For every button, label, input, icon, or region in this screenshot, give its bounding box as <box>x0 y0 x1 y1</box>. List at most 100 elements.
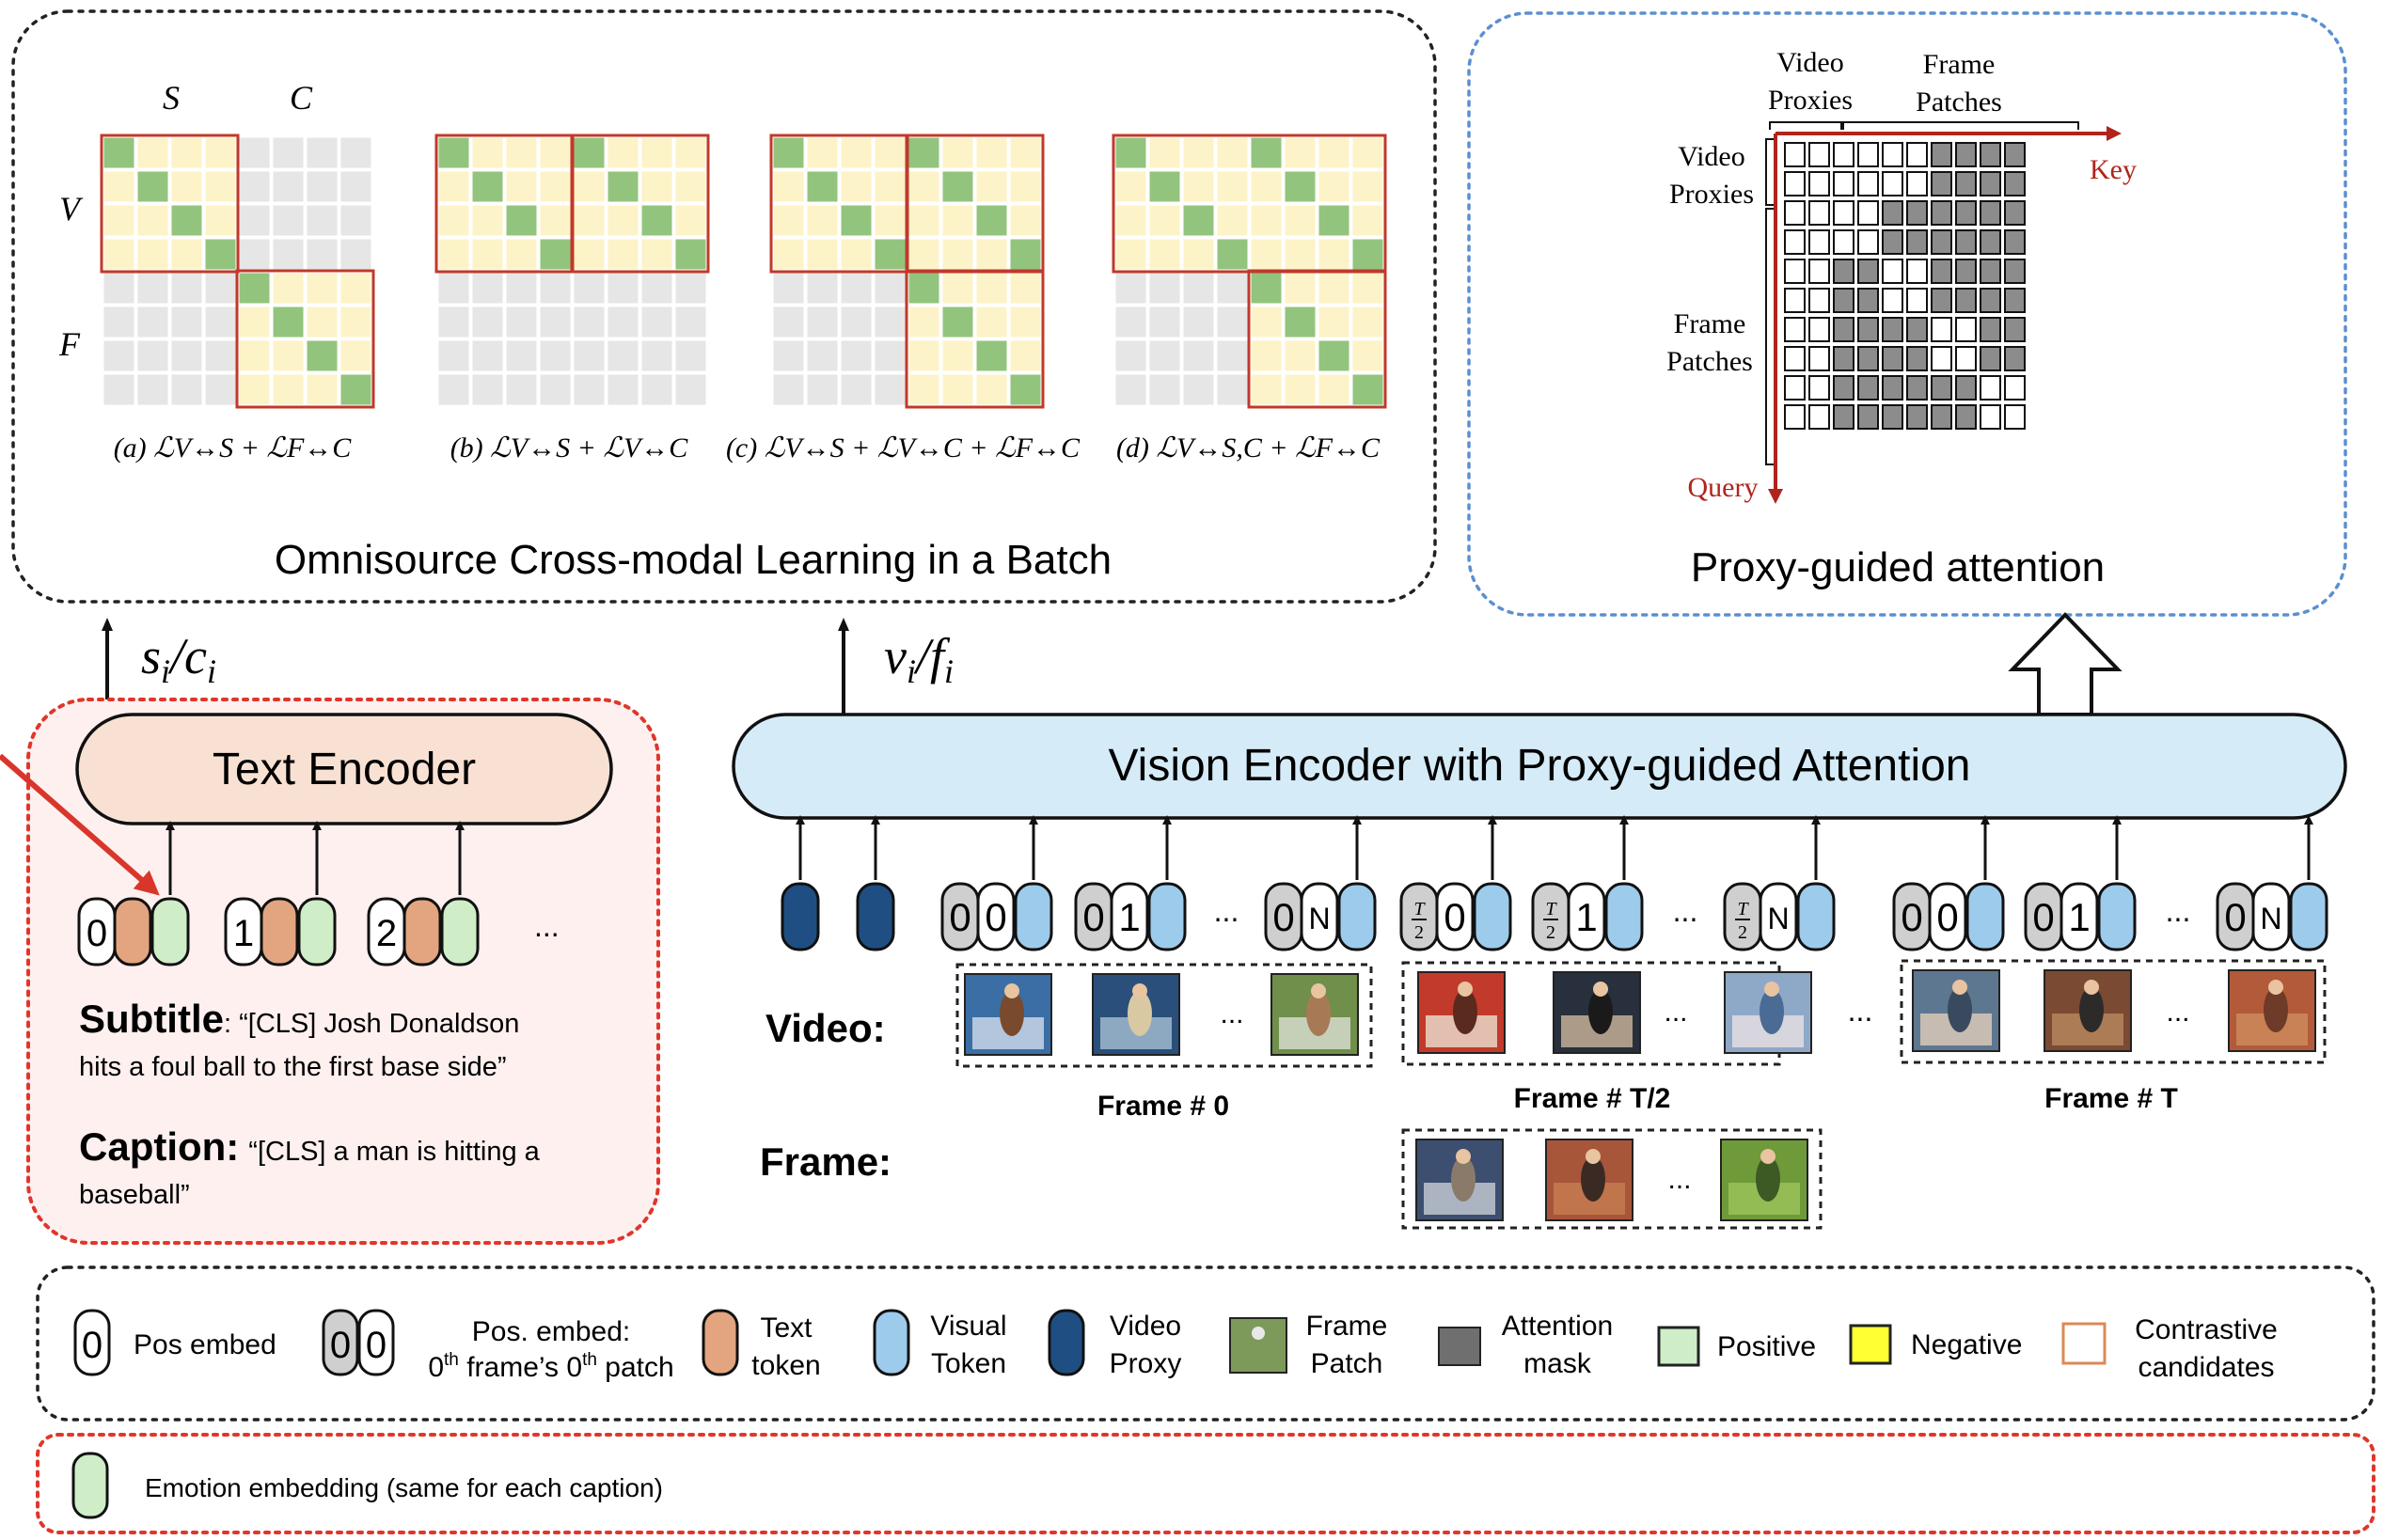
matrix-cell <box>238 136 271 169</box>
matrix-cell <box>471 339 504 372</box>
attn-cell <box>1857 171 1879 196</box>
attn-cell <box>1906 200 1928 226</box>
attn-cell <box>1833 142 1854 167</box>
legend-video-proxy-1: Video <box>1110 1311 1181 1342</box>
attn-cell <box>1931 171 1952 196</box>
matrix-cell <box>1148 306 1181 338</box>
attn-cell <box>1857 259 1879 284</box>
attn-cell <box>1906 375 1928 401</box>
matrix-cell <box>1351 170 1384 203</box>
matrix-cell <box>539 373 572 406</box>
text-encoder-block <box>75 713 613 825</box>
matrix-cell <box>1250 339 1283 372</box>
legend-attention-mask-1: Attention <box>1502 1311 1613 1342</box>
attn-query-label: Query <box>1688 472 1759 503</box>
frame-index-half-bottom: 2 <box>1414 922 1424 943</box>
matrix-cell <box>505 204 538 237</box>
attn-cell <box>1882 259 1903 284</box>
matrix-cell <box>1114 272 1147 305</box>
matrix-cell <box>941 373 974 406</box>
matrix-cell <box>806 136 839 169</box>
matrix-cell <box>573 204 606 237</box>
text-token-ellipsis: ... <box>534 909 560 943</box>
legend-positive-swatch <box>1657 1326 1700 1367</box>
legend-pos-embed-frame-1: Pos. embed: <box>472 1316 630 1347</box>
attn-cell <box>1857 375 1879 401</box>
video-thumb-figure <box>1453 989 1477 1034</box>
batch-row-label-v: V <box>59 190 84 228</box>
text-output-label: si/ci <box>141 628 216 690</box>
patch-index-digit: N <box>1767 902 1789 935</box>
matrix-cell <box>306 136 339 169</box>
matrix-cell <box>306 272 339 305</box>
frame-row-label: Frame: <box>760 1139 892 1184</box>
attn-cell <box>1784 317 1806 342</box>
matrix-cell <box>1216 272 1249 305</box>
matrix-cell <box>1351 204 1384 237</box>
matrix-cell <box>1284 238 1317 271</box>
attn-cell <box>2004 317 2026 342</box>
matrix-cell <box>1318 339 1350 372</box>
video-frame-half-group <box>1401 961 1781 1066</box>
matrix-cell <box>1351 373 1384 406</box>
matrix-cell <box>941 306 974 338</box>
matrix-cell <box>1351 306 1384 338</box>
matrix-cell <box>539 339 572 372</box>
vision-encoder-label: Vision Encoder with Proxy-guided Attenti… <box>1109 741 1971 791</box>
matrix-cell <box>874 170 907 203</box>
matrix-cell <box>306 170 339 203</box>
legend-video-proxy-2: Proxy <box>1110 1348 1182 1379</box>
frame-index-digit: 0 <box>1082 895 1104 939</box>
patch-index-digit: 0 <box>1936 895 1958 939</box>
matrix-cell <box>573 306 606 338</box>
matrix-red-box <box>1247 269 1387 409</box>
matrix-cell <box>806 238 839 271</box>
attn-cell <box>1882 375 1903 401</box>
attn-cell <box>1784 259 1806 284</box>
legend-border <box>36 1265 2375 1422</box>
matrix-cell <box>272 136 305 169</box>
attn-cell <box>2004 229 2026 255</box>
matrix-cell <box>306 204 339 237</box>
attn-cell <box>1955 142 1977 167</box>
matrix-cell <box>607 170 639 203</box>
attn-left-video-proxies-1: Video <box>1678 141 1745 172</box>
matrix-cell <box>204 272 237 305</box>
attn-cell <box>1931 142 1952 167</box>
legend-visual-token-swatch <box>873 1309 910 1376</box>
matrix-cell <box>272 204 305 237</box>
caption-label: Caption: <box>79 1124 239 1169</box>
matrix-cell <box>238 170 271 203</box>
matrix-cell <box>339 204 372 237</box>
attn-cell <box>1931 229 1952 255</box>
frame-0-label: Frame # 0 <box>1097 1091 1229 1122</box>
batch-panel: S C V F (a) ℒV↔S + ℒF↔C (b) ℒV↔S + ℒV↔C … <box>11 9 1437 604</box>
batch-row-label-f: F <box>58 325 81 363</box>
text-pos-digit: 1 <box>233 913 254 954</box>
batch-caption-c: (c) ℒV↔S + ℒV↔C + ℒF↔C <box>726 432 1081 464</box>
matrix-cell <box>103 170 135 203</box>
matrix-cell <box>1148 272 1181 305</box>
attn-cell <box>1857 142 1879 167</box>
matrix-cell <box>640 306 673 338</box>
matrix-cell <box>1182 170 1215 203</box>
attn-cell <box>1857 346 1879 371</box>
video-proxy-token <box>781 882 820 951</box>
legend-contrastive-swatch <box>2061 1322 2107 1365</box>
matrix-cell <box>471 204 504 237</box>
matrix-cell <box>238 272 271 305</box>
legend-pos-embed-frame-2: 0th frame’s 0th patch <box>428 1350 673 1383</box>
attn-cell <box>1833 404 1854 430</box>
text-token <box>113 897 152 966</box>
thumb-ellipsis: ... <box>1664 997 1687 1028</box>
matrix-cell <box>306 373 339 406</box>
legend-frame-pos-digit: 0 <box>330 1325 351 1366</box>
matrix-cell <box>806 373 839 406</box>
attn-left-brace-patches <box>1765 208 1775 465</box>
legend-frame-patch-2: Patch <box>1311 1348 1383 1379</box>
frame-index-digit: 0 <box>2032 895 2054 939</box>
subtitle-label: Subtitle <box>79 997 224 1041</box>
matrix-cell <box>471 373 504 406</box>
matrix-cell <box>1284 373 1317 406</box>
legend-negative: Negative <box>1911 1329 2022 1360</box>
